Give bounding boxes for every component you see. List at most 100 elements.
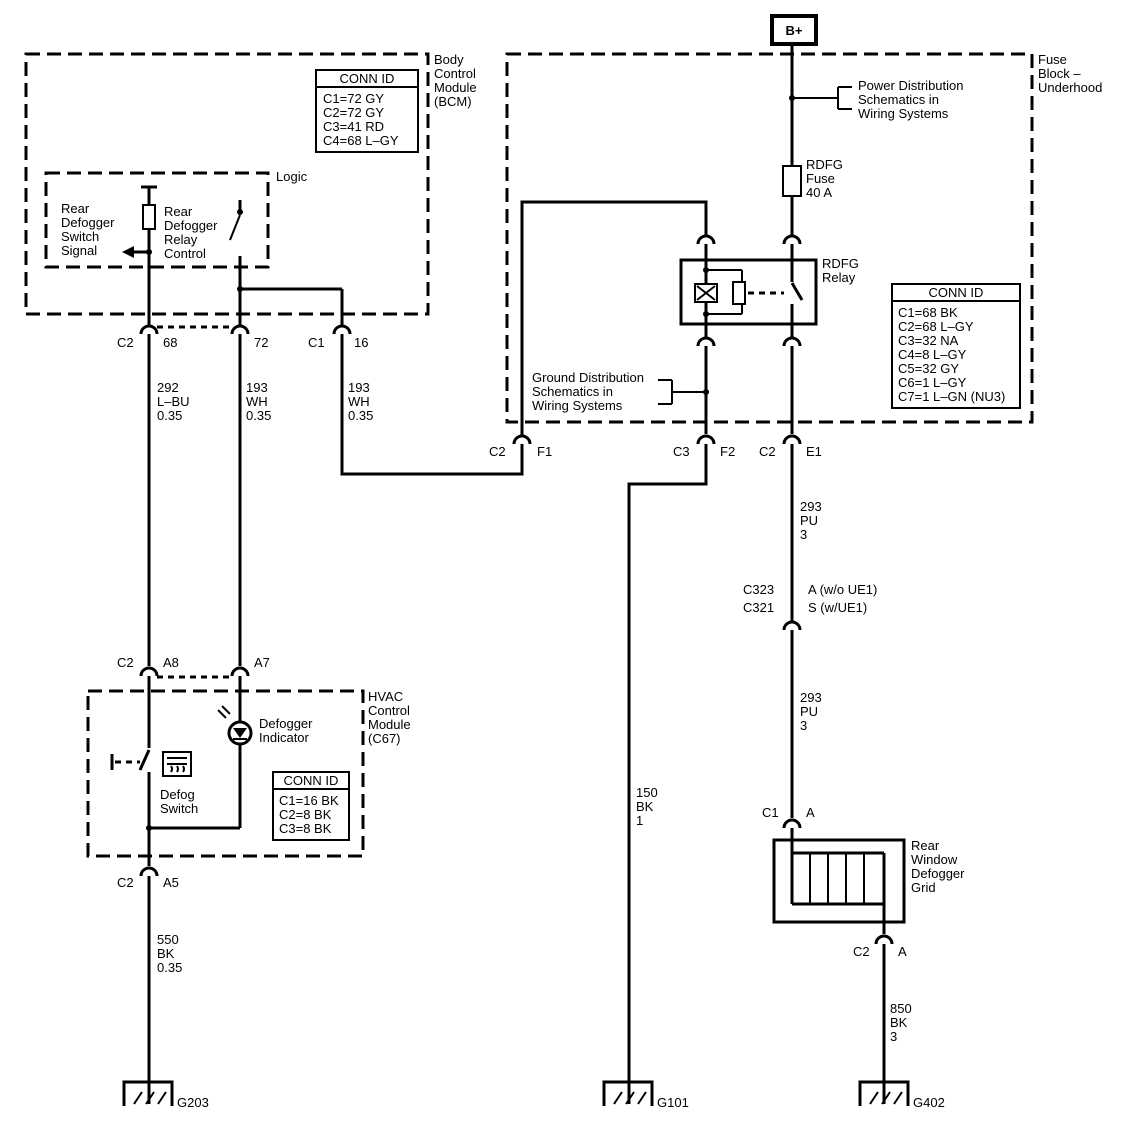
wire-850-label: 850 BK 3 <box>890 1001 912 1044</box>
svg-text:193: 193 <box>246 380 268 395</box>
rdfg-relay-label: RDFG Relay <box>822 256 859 285</box>
svg-text:WH: WH <box>348 394 370 409</box>
svg-text:Wiring Systems: Wiring Systems <box>858 106 949 121</box>
wire-293b-label: 293 PU 3 <box>800 690 822 733</box>
connector-hvac-a7: A7 <box>230 655 270 677</box>
wire-150 <box>627 444 708 1104</box>
svg-text:BK: BK <box>157 946 175 961</box>
fuse-block-title: Fuse Block – Underhood <box>1038 52 1102 95</box>
svg-text:Switch: Switch <box>61 229 99 244</box>
svg-text:WH: WH <box>246 394 268 409</box>
svg-text:Body: Body <box>434 52 464 67</box>
connector-hvac-c2-a8: C2 A8 <box>117 655 179 677</box>
connector-inline-c323-c321: C323 A (w/o UE1) C321 S (w/UE1) <box>743 582 877 631</box>
svg-text:Indicator: Indicator <box>259 730 310 745</box>
connector-fb-c2-e1: C2 E1 <box>759 434 822 459</box>
svg-text:CONN ID: CONN ID <box>929 285 984 300</box>
connector-grid-c2-a: C2 A <box>853 934 907 959</box>
wire-193-to-fuse-block <box>340 334 524 476</box>
svg-text:C3=32 NA: C3=32 NA <box>898 333 959 348</box>
svg-text:F1: F1 <box>537 444 552 459</box>
bcm-boundary <box>24 52 430 316</box>
svg-text:C5=32 GY: C5=32 GY <box>898 361 959 376</box>
svg-text:293: 293 <box>800 690 822 705</box>
svg-text:3: 3 <box>890 1029 897 1044</box>
connector-bcm-c2-68: C2 68 <box>117 316 177 350</box>
wire-292-label: 292 L–BU 0.35 <box>157 380 190 423</box>
svg-text:550: 550 <box>157 932 179 947</box>
svg-text:1: 1 <box>636 813 643 828</box>
svg-text:C3: C3 <box>673 444 690 459</box>
wire-193b-label: 193 WH 0.35 <box>348 380 373 423</box>
fuse-block-conn-id-table: CONN ID C1=68 BK C2=68 L–GY C3=32 NA C4=… <box>891 283 1021 409</box>
svg-text:CONN ID: CONN ID <box>284 773 339 788</box>
svg-text:C2=68 L–GY: C2=68 L–GY <box>898 319 974 334</box>
svg-text:C2: C2 <box>489 444 506 459</box>
svg-text:Defogger: Defogger <box>259 716 313 731</box>
connector-hvac-c2-a5: C2 A5 <box>117 866 179 890</box>
svg-text:B+: B+ <box>786 23 803 38</box>
svg-text:G402: G402 <box>913 1095 945 1110</box>
bcm-conn-id-table: CONN ID C1=72 GY C2=72 GY C3=41 RD C4=68… <box>315 69 419 153</box>
svg-text:S (w/UE1): S (w/UE1) <box>808 600 867 615</box>
svg-text:A8: A8 <box>163 655 179 670</box>
svg-text:RDFG: RDFG <box>822 256 859 271</box>
battery-positive-box: B+ <box>770 14 818 46</box>
ground-distribution-ref: Ground Distribution Schematics in Wiring… <box>532 370 644 413</box>
svg-text:C321: C321 <box>743 600 774 615</box>
svg-text:Window: Window <box>911 852 958 867</box>
svg-text:3: 3 <box>800 527 807 542</box>
rdfg-fuse-label: RDFG Fuse 40 A <box>806 157 843 200</box>
svg-text:G101: G101 <box>657 1095 689 1110</box>
svg-text:Switch: Switch <box>160 801 198 816</box>
svg-text:BK: BK <box>636 799 654 814</box>
svg-text:C2=72 GY: C2=72 GY <box>323 105 384 120</box>
svg-text:A5: A5 <box>163 875 179 890</box>
signal-arrow-icon <box>122 246 134 258</box>
svg-text:150: 150 <box>636 785 658 800</box>
svg-text:3: 3 <box>800 718 807 733</box>
svg-text:C1: C1 <box>762 805 779 820</box>
power-distribution-ref: Power Distribution Schematics in Wiring … <box>858 78 964 121</box>
svg-text:E1: E1 <box>806 444 822 459</box>
svg-text:HVAC: HVAC <box>368 689 403 704</box>
svg-text:68: 68 <box>163 335 177 350</box>
svg-text:Schematics in: Schematics in <box>858 92 939 107</box>
defogger-indicator-icon <box>217 705 253 746</box>
svg-text:Signal: Signal <box>61 243 97 258</box>
svg-text:C1: C1 <box>308 335 325 350</box>
svg-text:L–BU: L–BU <box>157 394 190 409</box>
svg-text:Defogger: Defogger <box>164 218 218 233</box>
svg-text:C1=72 GY: C1=72 GY <box>323 91 384 106</box>
ground-g101-icon: G101 <box>602 1080 689 1110</box>
defog-switch-icon <box>162 751 192 777</box>
svg-text:A (w/o UE1): A (w/o UE1) <box>808 582 877 597</box>
svg-text:850: 850 <box>890 1001 912 1016</box>
hvac-title: HVAC Control Module (C67) <box>368 689 411 746</box>
svg-text:Control: Control <box>164 246 206 261</box>
relay-control-label: Rear Defogger Relay Control <box>164 204 218 261</box>
svg-text:CONN ID: CONN ID <box>340 71 395 86</box>
hvac-conn-id-table: CONN ID C1=16 BK C2=8 BK C3=8 BK <box>272 771 350 841</box>
logic-label: Logic <box>276 169 308 184</box>
svg-text:A7: A7 <box>254 655 270 670</box>
svg-text:Defog: Defog <box>160 787 195 802</box>
hvac-boundary <box>86 689 365 858</box>
rdfg-fuse <box>782 165 802 197</box>
svg-text:C4=8 L–GY: C4=8 L–GY <box>898 347 967 362</box>
svg-text:C2: C2 <box>117 335 134 350</box>
svg-text:Wiring Systems: Wiring Systems <box>532 398 623 413</box>
svg-text:Module: Module <box>368 717 411 732</box>
svg-text:C3=8 BK: C3=8 BK <box>279 821 332 836</box>
svg-text:C2: C2 <box>759 444 776 459</box>
svg-text:72: 72 <box>254 335 268 350</box>
svg-text:Rear: Rear <box>911 838 940 853</box>
svg-text:A: A <box>898 944 907 959</box>
svg-text:C1=68 BK: C1=68 BK <box>898 305 958 320</box>
svg-text:Block –: Block – <box>1038 66 1081 81</box>
svg-text:BK: BK <box>890 1015 908 1030</box>
fuse-block-boundary <box>505 52 1034 424</box>
svg-text:Fuse: Fuse <box>806 171 835 186</box>
svg-text:0.35: 0.35 <box>246 408 271 423</box>
